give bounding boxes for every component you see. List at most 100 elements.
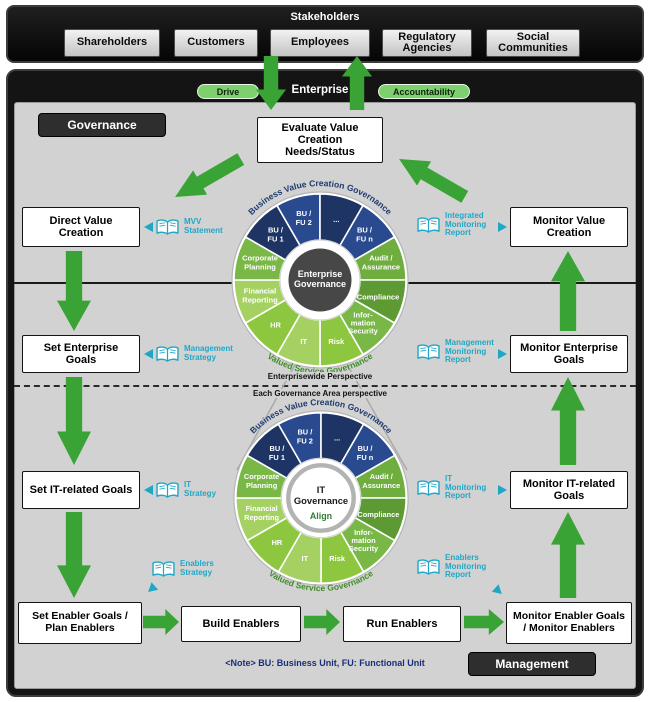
seg-label: BU / [297, 428, 312, 437]
accountability-chip: Accountability [378, 84, 470, 99]
run-enablers-box: Run Enablers [343, 606, 461, 642]
seg-label: mation [351, 319, 376, 328]
it-governance-hub [286, 463, 356, 533]
doc-arrow-right-icon [498, 349, 507, 359]
seg-label: mation [351, 536, 376, 545]
seg-label: BU / [357, 226, 373, 235]
monitor-value-creation-box: Monitor Value Creation [510, 207, 628, 247]
divider-label-governance-area: Each Governance Area perspective [249, 389, 391, 398]
seg-label: IT [302, 554, 309, 563]
book-icon [417, 216, 440, 233]
seg-label: BU / [358, 444, 373, 453]
seg-label: Financial [244, 286, 277, 295]
seg-label: HR [272, 538, 283, 547]
seg-label: Reporting [242, 295, 278, 304]
stakeholder-shareholders: Shareholders [64, 29, 160, 57]
evaluate-value-creation-box: Evaluate Value Creation Needs/Status [257, 117, 383, 163]
enterprise-governance-wheel: BU / FU 1 BU / FU 2 ... BU / FU n Audit … [220, 178, 420, 380]
align-label: Align [310, 511, 332, 521]
seg-label: Assurance [362, 263, 400, 272]
doc-arrow-right-icon [498, 485, 507, 495]
drive-chip: Drive [197, 84, 259, 99]
seg-label: Risk [328, 337, 345, 346]
direct-value-creation-box: Direct Value Creation [22, 207, 140, 247]
it-governance-wheel: BU / FU 1 BU / FU 2 ... BU / FU n Audit … [222, 397, 420, 597]
seg-label: ... [333, 215, 339, 224]
wheel-segment-labels: BU / FU 1 BU / FU 2 ... BU / FU n Audit … [242, 209, 400, 346]
book-icon [156, 218, 179, 235]
divider-label-enterprisewide: Enterprisewide Perspective [263, 372, 377, 381]
management-tag: Management [468, 652, 596, 676]
seg-label: Corporate [244, 472, 279, 481]
seg-label: Reporting [244, 513, 279, 522]
doc-arrow-left-icon [144, 485, 153, 495]
doc-arrow-right-icon [498, 222, 507, 232]
seg-label: Security [349, 544, 379, 553]
stakeholder-social-communities: Social Communities [486, 29, 580, 57]
seg-label: IT [300, 337, 307, 346]
seg-label: Risk [329, 554, 346, 563]
seg-label: FU 2 [296, 218, 312, 227]
seg-label: FU 1 [267, 235, 283, 244]
stakeholder-customers: Customers [174, 29, 258, 57]
seg-label: FU 2 [297, 437, 313, 446]
seg-label: Infor- [354, 528, 373, 537]
hub-label: Enterprise [298, 269, 343, 279]
doc-arrow-left-icon [144, 349, 153, 359]
bu-fu-footnote: <Note> BU: Business Unit, FU: Functional… [225, 658, 425, 668]
doc-arrow-left-icon [144, 222, 153, 232]
book-icon [417, 558, 440, 575]
seg-label: Compliance [357, 510, 399, 519]
monitor-it-related-goals-box: Monitor IT-related Goals [510, 471, 628, 509]
seg-label: BU / [270, 444, 285, 453]
set-enabler-goals-box: Set Enabler Goals / Plan Enablers [18, 602, 142, 644]
build-enablers-box: Build Enablers [181, 606, 301, 642]
stakeholder-employees: Employees [270, 29, 370, 57]
seg-label: Financial [246, 504, 278, 513]
hub-label: IT [317, 484, 326, 495]
monitor-enabler-goals-box: Monitor Enabler Goals / Monitor Enablers [506, 602, 632, 644]
hub-label: Governance [294, 495, 348, 506]
book-icon [156, 481, 179, 498]
book-icon [417, 343, 440, 360]
seg-label: Infor- [353, 311, 373, 320]
enterprise-title: Enterprise [291, 84, 349, 96]
stakeholders-title: Stakeholders [290, 11, 360, 23]
seg-label: Audit / [370, 472, 393, 481]
stakeholder-regulatory-agencies: Regulatory Agencies [382, 29, 472, 57]
seg-label: Planning [246, 481, 278, 490]
wheel-segments [235, 412, 407, 584]
book-icon [156, 345, 179, 362]
seg-label: Audit / [369, 254, 393, 263]
stakeholders-panel: Stakeholders Shareholders Customers Empl… [6, 5, 644, 63]
perspective-divider [14, 385, 636, 387]
set-it-related-goals-box: Set IT-related Goals [22, 471, 140, 509]
hub-label: Governance [294, 279, 346, 289]
set-enterprise-goals-box: Set Enterprise Goals [22, 335, 140, 373]
seg-label: Assurance [362, 481, 400, 490]
book-icon [152, 560, 175, 577]
wheel-segment-labels: BU / FU 1 BU / FU 2 ... BU / FU n Audit … [244, 428, 400, 564]
seg-label: FU 1 [269, 453, 285, 462]
enterprise-governance-hub [288, 248, 352, 312]
book-icon [417, 479, 440, 496]
seg-label: Corporate [242, 254, 278, 263]
governance-tag: Governance [38, 113, 166, 137]
seg-label: Planning [244, 263, 276, 272]
seg-label: BU / [268, 226, 284, 235]
